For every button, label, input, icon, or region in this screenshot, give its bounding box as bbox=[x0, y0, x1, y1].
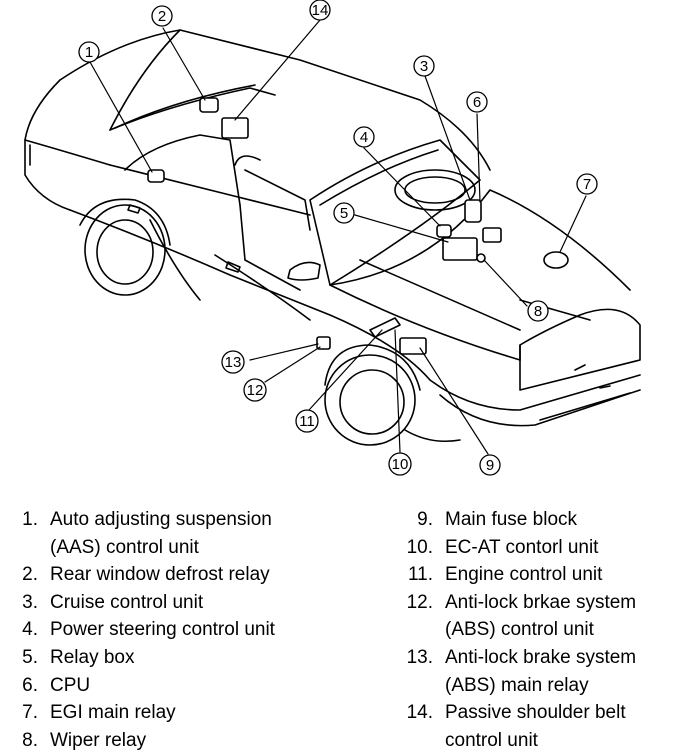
legend-number: 7. bbox=[22, 702, 38, 724]
callout-2: 2 bbox=[151, 5, 173, 27]
legend-item: 1. Auto adjusting suspension (AAS) contro… bbox=[0, 506, 370, 561]
legend-number: 14. bbox=[406, 702, 433, 724]
legend-item: 4. Power steering control unit bbox=[0, 616, 370, 644]
svg-text:1: 1 bbox=[85, 44, 93, 61]
legend-item: 7. EGI main relay bbox=[0, 699, 370, 727]
legend-number: 13. bbox=[406, 646, 433, 668]
svg-text:9: 9 bbox=[486, 457, 494, 474]
callout-1: 1 bbox=[78, 41, 100, 63]
legend-item: 5. Relay box bbox=[0, 644, 370, 672]
legend-item: 10. EC-AT contorl unit bbox=[395, 534, 688, 562]
callout-9: 9 bbox=[479, 454, 501, 476]
legend-text: Auto adjusting suspension (AAS) control … bbox=[50, 509, 272, 558]
legend-number: 9. bbox=[417, 509, 433, 530]
callout-7: 7 bbox=[576, 173, 598, 195]
car-body bbox=[24, 29, 641, 446]
legend-number: 8. bbox=[22, 729, 38, 751]
legend-text: Rear window defrost relay bbox=[50, 564, 270, 586]
legend-item: 11. Engine control unit bbox=[395, 561, 688, 589]
callout-4: 4 bbox=[353, 126, 375, 148]
callout-12: 12 bbox=[243, 378, 267, 402]
legend-text: EGI main relay bbox=[50, 702, 176, 724]
legend-number: 11. bbox=[407, 564, 433, 586]
legend-number: 10. bbox=[406, 536, 433, 558]
legend-text: Relay box bbox=[50, 646, 135, 668]
svg-text:3: 3 bbox=[420, 58, 428, 75]
legend-number: 4. bbox=[22, 619, 38, 641]
legend-text: Cruise control unit bbox=[50, 591, 204, 613]
leader-lines bbox=[89, 19, 587, 455]
legend-item: 13. Anti-lock brake system (ABS) main rel… bbox=[395, 644, 688, 699]
legend-text: Power steering control unit bbox=[50, 619, 275, 641]
legend-text: CPU bbox=[50, 674, 91, 696]
svg-text:14: 14 bbox=[312, 2, 329, 19]
svg-text:12: 12 bbox=[247, 382, 264, 399]
callout-13: 13 bbox=[221, 350, 245, 374]
legend-left-column: 1. Auto adjusting suspension (AAS) contro… bbox=[0, 506, 370, 754]
legend-text: Anti-lock brake system (ABS) main relay bbox=[445, 646, 637, 696]
legend-item: 6. CPU bbox=[0, 672, 370, 700]
legend-number: 1. bbox=[22, 509, 38, 530]
legend-item: 2. Rear window defrost relay bbox=[0, 561, 370, 589]
svg-text:11: 11 bbox=[299, 413, 315, 430]
legend-number: 5. bbox=[22, 646, 38, 668]
legend-item: 14. Passive shoulder belt control unit bbox=[395, 699, 688, 754]
legend-number: 6. bbox=[22, 674, 38, 696]
callout-5: 5 bbox=[333, 202, 355, 224]
legend-text: Engine control unit bbox=[445, 564, 603, 586]
callout-11: 11 bbox=[295, 409, 319, 433]
svg-text:5: 5 bbox=[340, 205, 348, 222]
legend-number: 12. bbox=[406, 591, 433, 613]
svg-text:10: 10 bbox=[392, 456, 409, 473]
car-component-diagram: 1 2 3 4 5 6 7 8 9 10 11 12 13 14 bbox=[24, 0, 641, 476]
legend-text: Anti-lock brkae system (ABS) control uni… bbox=[445, 591, 637, 641]
callout-8: 8 bbox=[527, 300, 549, 322]
callout-14: 14 bbox=[309, 0, 331, 21]
svg-text:7: 7 bbox=[583, 176, 591, 193]
legend-item: 8. Wiper relay bbox=[0, 727, 370, 754]
svg-text:6: 6 bbox=[473, 94, 481, 111]
callout-3: 3 bbox=[413, 55, 435, 77]
legend-text: Main fuse block bbox=[445, 509, 578, 530]
callout-6: 6 bbox=[466, 91, 488, 113]
callout-10: 10 bbox=[388, 452, 412, 476]
legend-item: 9. Main fuse block bbox=[395, 506, 688, 534]
legend-number: 3. bbox=[22, 591, 38, 613]
legend-text: EC-AT contorl unit bbox=[445, 536, 599, 558]
legend-number: 2. bbox=[22, 564, 38, 586]
svg-text:13: 13 bbox=[225, 354, 242, 371]
svg-text:8: 8 bbox=[534, 303, 542, 320]
svg-text:2: 2 bbox=[158, 8, 166, 25]
callout-markers: 1 2 3 4 5 6 7 8 9 10 11 12 13 14 bbox=[78, 0, 598, 476]
components bbox=[147, 97, 569, 355]
legend-item: 12. Anti-lock brkae system (ABS) control … bbox=[395, 589, 688, 644]
svg-text:4: 4 bbox=[360, 129, 368, 146]
legend-right-column: 9.Main fuse block 10.EC-AT contorl unit … bbox=[395, 506, 688, 754]
legend-text: Wiper relay bbox=[50, 729, 147, 751]
legend-item: 3. Cruise control unit bbox=[0, 589, 370, 617]
legend-text: Passive shoulder belt control unit bbox=[445, 702, 626, 751]
